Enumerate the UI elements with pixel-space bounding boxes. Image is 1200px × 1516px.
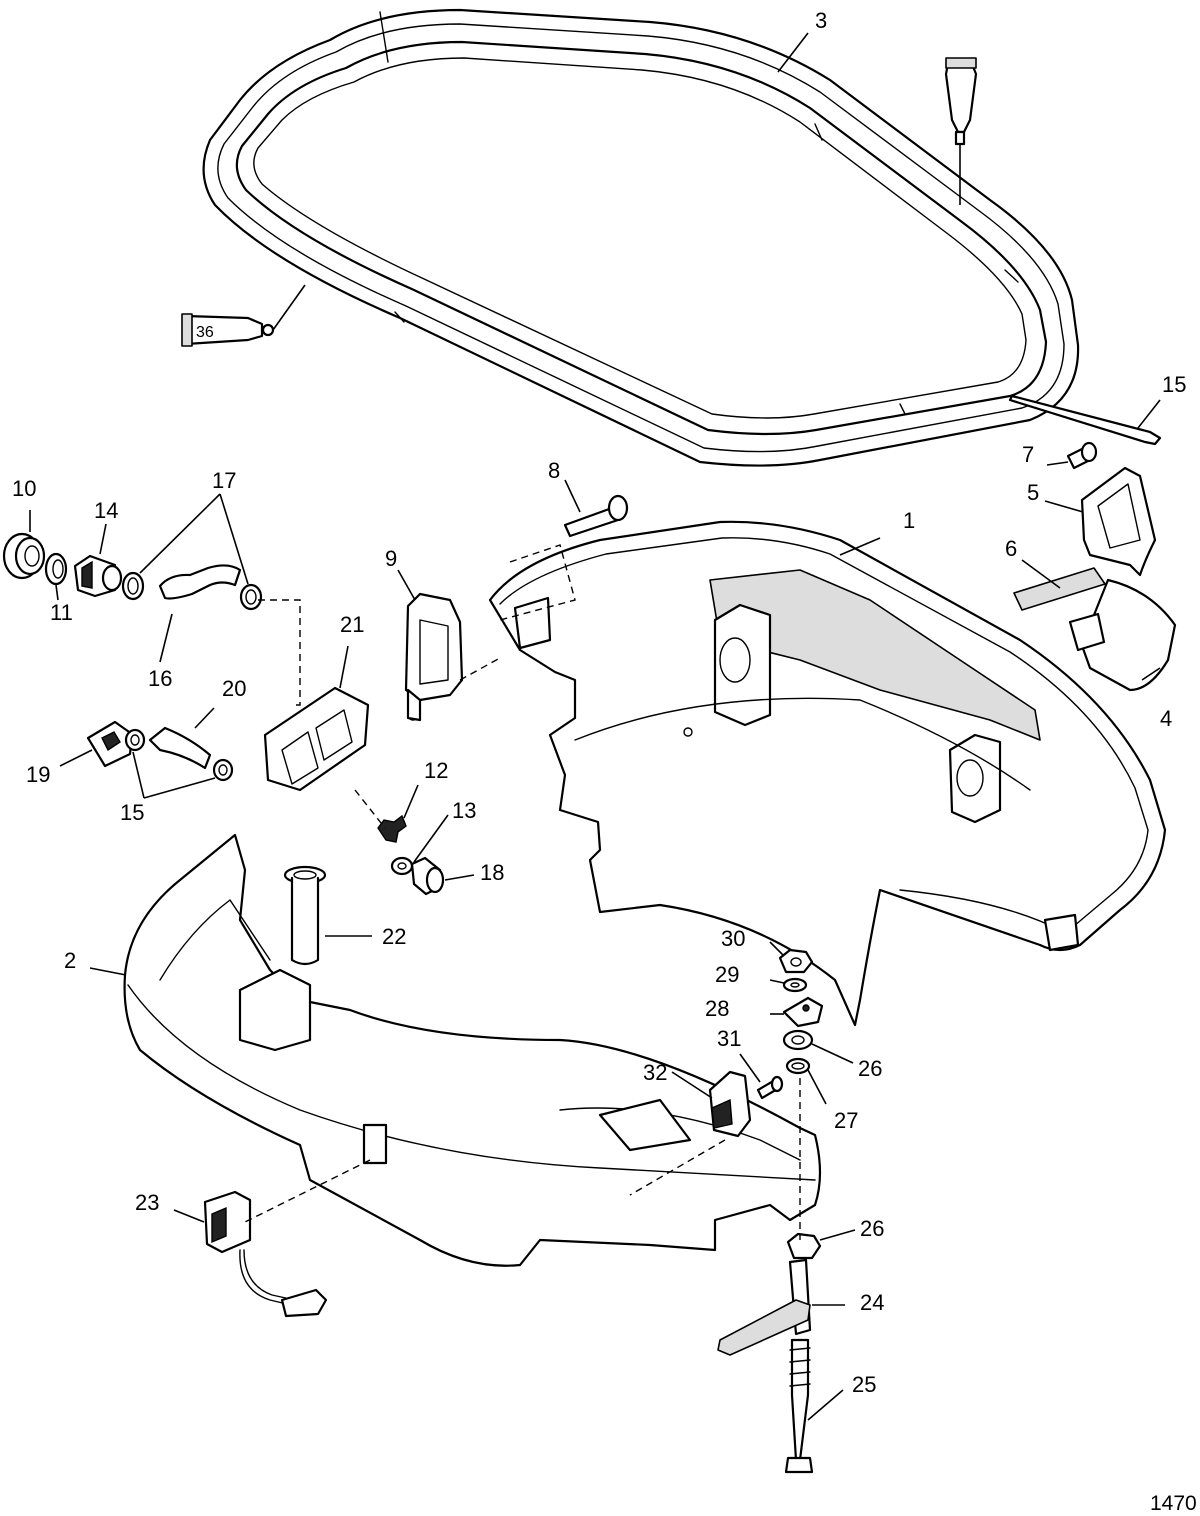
hose-part-20 <box>148 726 212 770</box>
fitting-part-19 <box>86 720 134 768</box>
callout-1: 1 <box>903 508 915 533</box>
bushing-part-26-lower <box>786 1232 822 1260</box>
ring-part-27 <box>785 1057 811 1075</box>
bracket-part-32 <box>708 1070 752 1138</box>
callout-4: 4 <box>1160 706 1172 731</box>
pad-part-6 <box>1013 567 1106 611</box>
callout-30: 30 <box>721 926 745 951</box>
bolt-part-25 <box>784 1338 814 1474</box>
callout-16: 16 <box>148 666 172 691</box>
cowl-seal-ring <box>202 8 1080 467</box>
clamp-part-15-lower <box>212 758 234 782</box>
assembly-guide-lines <box>244 544 801 1240</box>
callout-24: 24 <box>860 1290 884 1315</box>
latch-part-28 <box>782 996 824 1028</box>
clamp-part-17-left <box>121 571 145 601</box>
figure-number: 1470 <box>1150 1492 1197 1515</box>
callout-28: 28 <box>705 996 729 1021</box>
callout-13: 13 <box>452 798 476 823</box>
clamp-part-17-right <box>239 583 263 611</box>
bracket-part-9 <box>404 592 464 722</box>
callout-6: 6 <box>1005 536 1017 561</box>
ring-part-11 <box>44 552 68 586</box>
bottom-cowl-left-half <box>123 833 822 1267</box>
clamp-part-15-upper <box>124 728 146 752</box>
screw-part-7 <box>1066 441 1098 470</box>
washer-part-13 <box>390 856 414 876</box>
bottom-cowl-right-half <box>488 520 1167 1027</box>
handle-part-24 <box>717 1258 812 1356</box>
callout-23: 23 <box>135 1190 159 1215</box>
callout-32: 32 <box>643 1060 667 1085</box>
callout-8: 8 <box>548 458 560 483</box>
callout-20: 20 <box>222 676 246 701</box>
sealant-tube-36: 36 <box>181 284 306 347</box>
callout-10: 10 <box>12 476 36 501</box>
plug-part-18 <box>410 856 445 896</box>
bolt-part-8 <box>563 494 629 538</box>
callout-19: 19 <box>26 762 50 787</box>
callout-11: 11 <box>50 600 73 625</box>
callout-26-lower: 26 <box>860 1216 884 1241</box>
washer-part-29 <box>782 977 808 993</box>
callout-2: 2 <box>64 948 76 973</box>
grommet-part-12 <box>377 814 407 843</box>
callout-27: 27 <box>834 1108 858 1133</box>
callout-21: 21 <box>340 612 364 637</box>
cover-part-5 <box>1080 466 1157 577</box>
callout-26-upper: 26 <box>858 1056 882 1081</box>
cap-part-10 <box>2 532 46 580</box>
callout-22: 22 <box>382 924 406 949</box>
callout-5: 5 <box>1027 480 1039 505</box>
callout-3: 3 <box>815 8 827 33</box>
bushing-part-26-upper <box>782 1029 814 1051</box>
callout-18: 18 <box>480 860 504 885</box>
cable-tie-part-15 <box>1008 394 1162 446</box>
callout-14: 14 <box>94 498 118 523</box>
tube-part-22 <box>283 865 327 966</box>
sealant-tube-label: 36 <box>196 324 214 341</box>
callout-7: 7 <box>1022 442 1034 467</box>
leader-lines <box>29 32 1161 1421</box>
switch-part-23 <box>203 1190 328 1318</box>
callout-15-upper: 15 <box>1162 372 1186 397</box>
callout-31: 31 <box>717 1026 741 1051</box>
callout-25: 25 <box>852 1372 876 1397</box>
grommet-part-21 <box>263 686 370 792</box>
callout-29: 29 <box>715 962 739 987</box>
screw-part-31 <box>756 1075 784 1100</box>
nut-part-30 <box>778 948 814 974</box>
hose-part-16 <box>158 564 242 600</box>
callout-15-lower: 15 <box>120 800 144 825</box>
callout-12: 12 <box>424 758 448 783</box>
callout-9: 9 <box>385 546 397 571</box>
callout-labels: 3 1 2 4 5 6 7 8 9 10 11 14 17 16 15 21 2… <box>12 8 1186 1397</box>
callout-17: 17 <box>212 468 236 493</box>
sealant-tube-upper <box>944 57 978 205</box>
cover-part-4 <box>1068 578 1177 692</box>
fitting-part-14 <box>73 554 123 598</box>
